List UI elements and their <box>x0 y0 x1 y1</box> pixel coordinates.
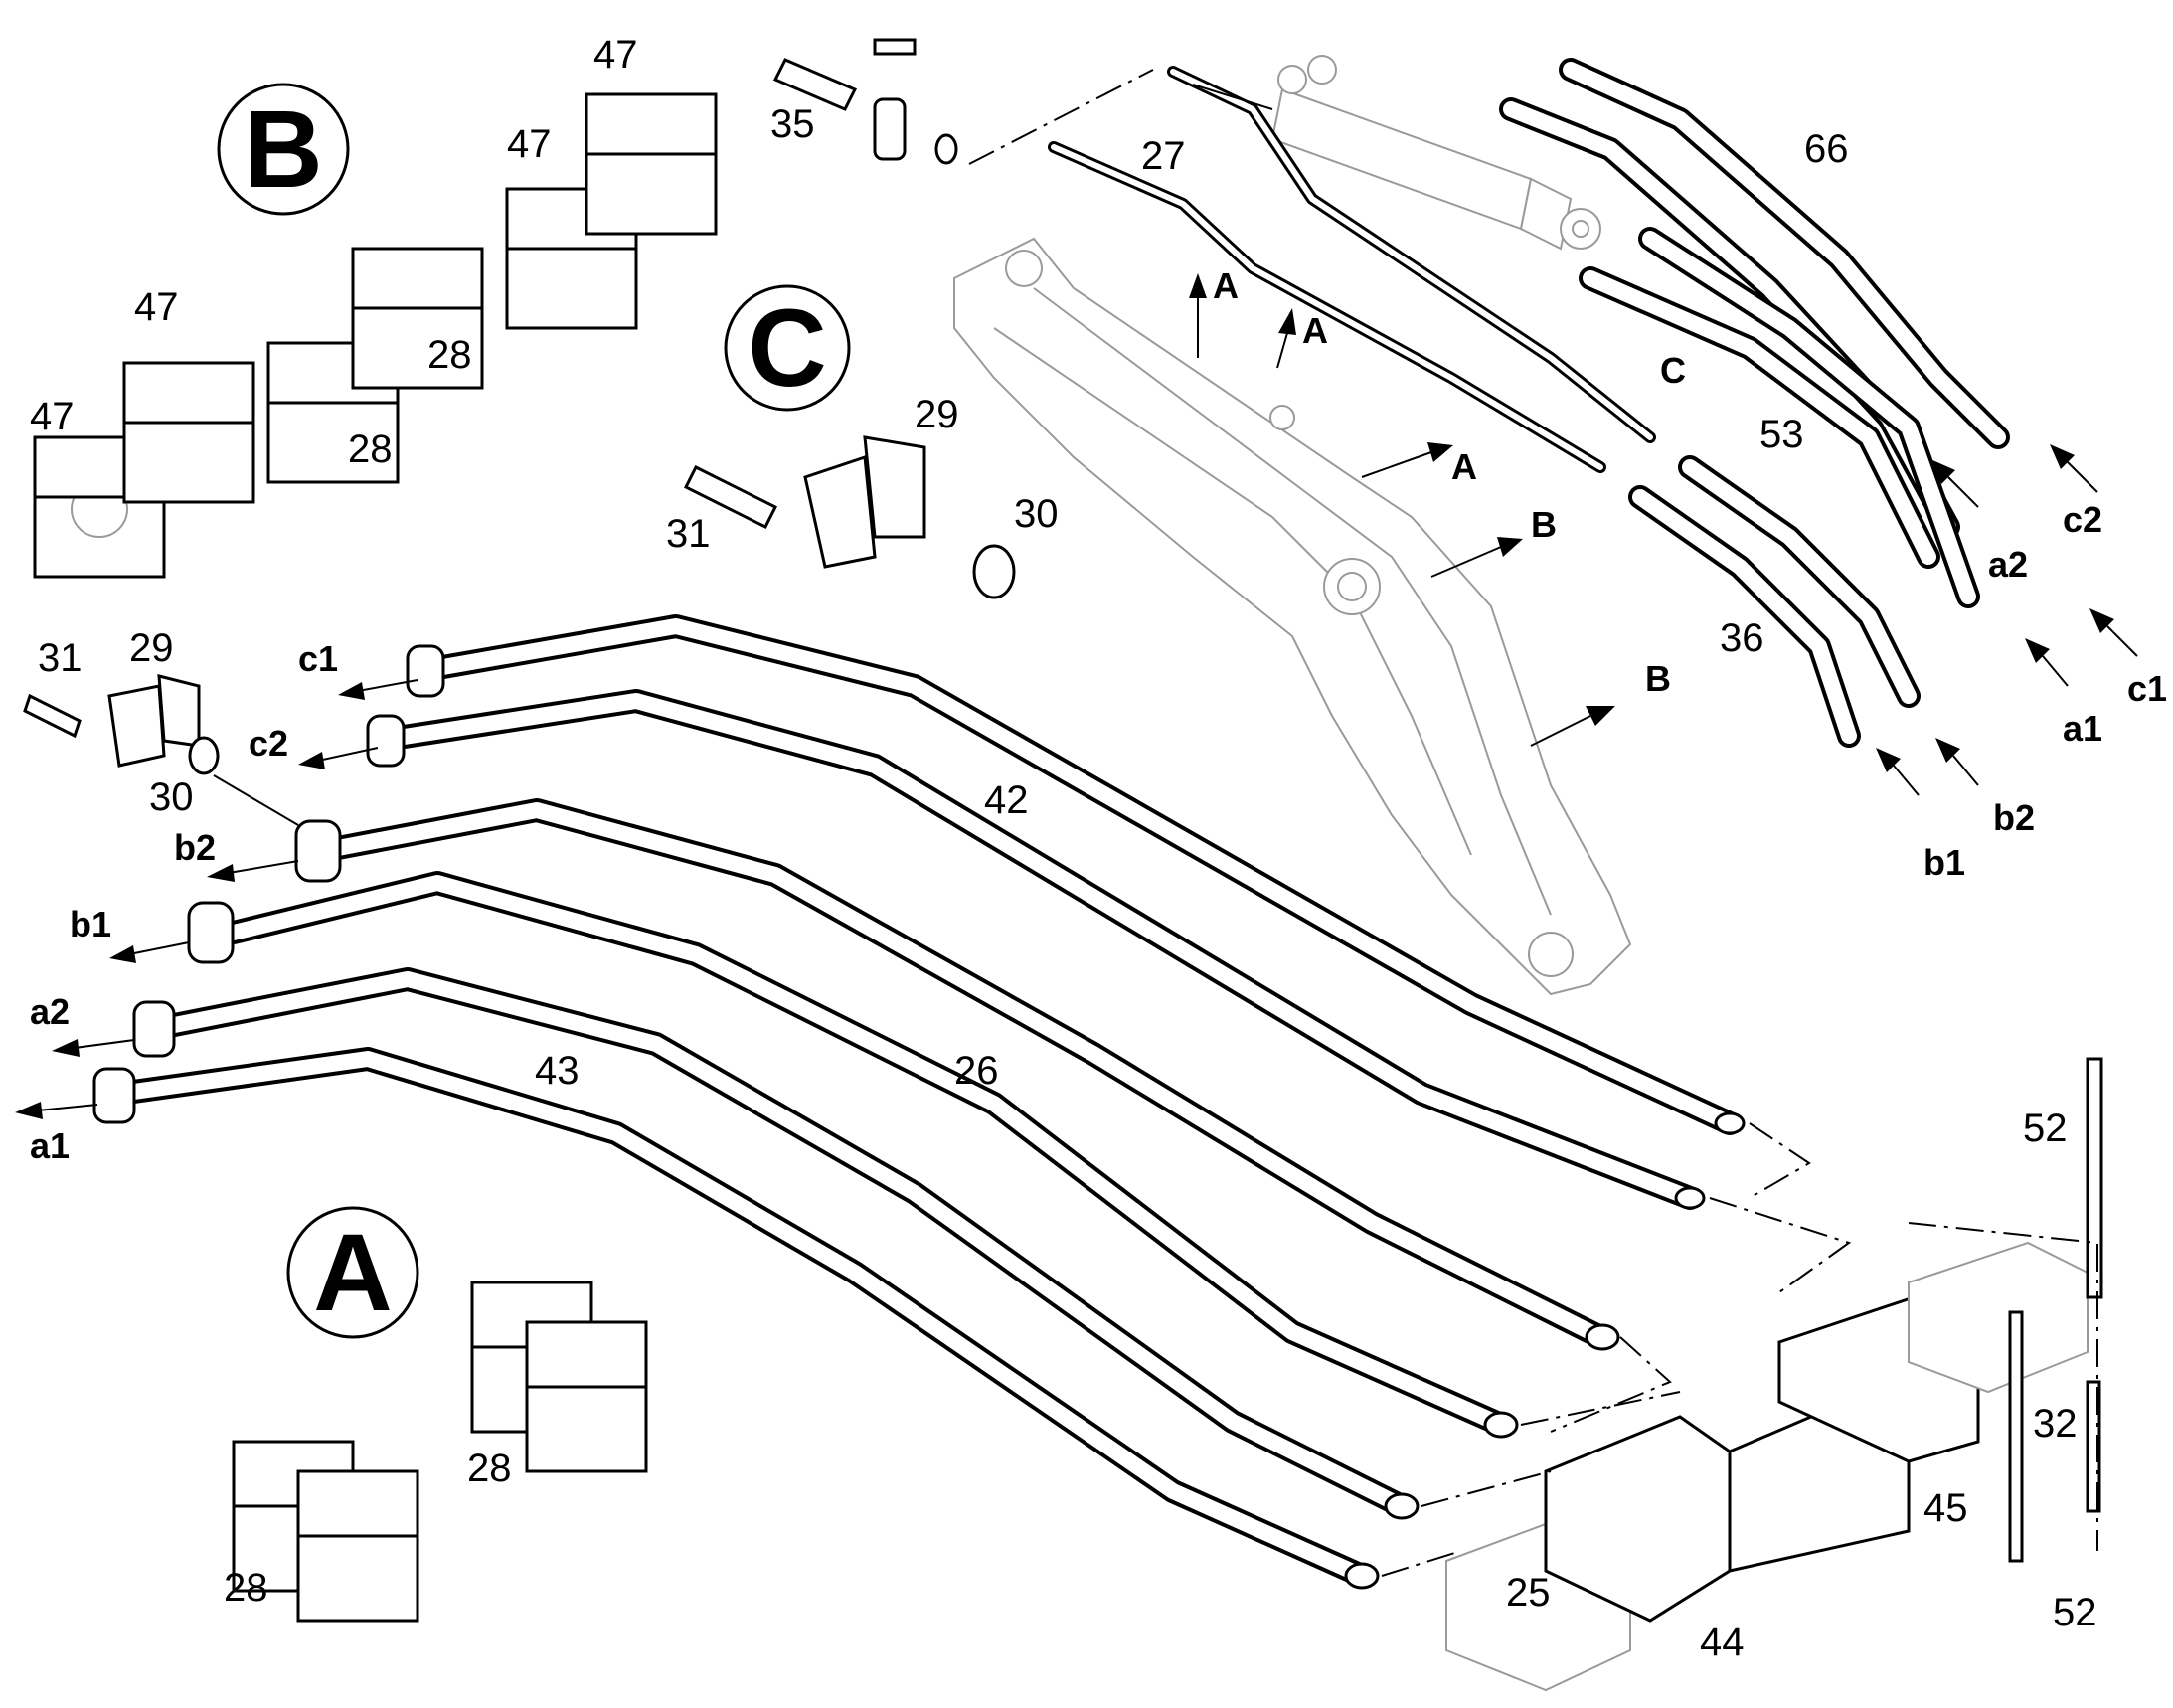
part-25: 25 <box>1506 1571 1551 1615</box>
port-c1-left: c1 <box>298 638 338 679</box>
port-c1-right: c1 <box>2127 668 2167 709</box>
port-b1-left: b1 <box>70 904 111 944</box>
part-28-a1: 28 <box>467 1447 512 1490</box>
part-28-b2: 28 <box>348 427 393 471</box>
clamps-group-a <box>232 1281 648 1623</box>
group-c-circle <box>724 284 851 412</box>
view-label-c: C <box>1660 350 1686 391</box>
port-a2-right: a2 <box>1988 544 2028 585</box>
port-a1-right: a1 <box>2063 708 2102 749</box>
part-31: 31 <box>38 636 83 680</box>
view-arrows <box>1189 273 1615 747</box>
port-c2-left: c2 <box>249 723 288 764</box>
part-42: 42 <box>984 778 1029 822</box>
tubes-27 <box>1048 66 1656 473</box>
view-label-a1: A <box>1213 265 1239 306</box>
fitting-35 <box>772 38 958 165</box>
part-47-1: 47 <box>593 33 638 77</box>
view-label-b2: B <box>1645 658 1671 699</box>
part-28-b1: 28 <box>427 333 472 377</box>
view-label-a3: A <box>1451 446 1477 487</box>
clamps-group-b <box>33 92 718 579</box>
hydraulic-cylinder <box>1270 55 1601 251</box>
part-29: 29 <box>129 626 174 670</box>
part-47-4: 47 <box>30 395 75 438</box>
part-43: 43 <box>535 1049 580 1093</box>
port-b1-right: b1 <box>1923 842 1965 883</box>
port-c2-right: c2 <box>2063 499 2102 540</box>
boom-arm <box>953 237 1632 996</box>
valve-blocks <box>1445 1057 2103 1692</box>
part-32: 32 <box>2033 1402 2078 1446</box>
part-52-top: 52 <box>2023 1107 2068 1150</box>
view-label-a2: A <box>1302 310 1328 351</box>
part-45: 45 <box>1923 1486 1968 1530</box>
part-28-a2: 28 <box>224 1566 268 1610</box>
hoses-66-53 <box>1499 58 2010 608</box>
view-label-b1: B <box>1531 504 1557 545</box>
group-c-fittings <box>23 435 1016 775</box>
part-26: 26 <box>954 1049 999 1093</box>
part-30: 30 <box>149 775 194 819</box>
part-53: 53 <box>1759 413 1804 456</box>
group-b-circle <box>217 83 350 216</box>
part-30-c: 30 <box>1014 492 1059 536</box>
leader-lines <box>213 69 2098 1577</box>
group-a-circle <box>286 1206 419 1339</box>
group-label-b: B <box>244 88 322 211</box>
port-arrows <box>15 444 2138 1119</box>
port-a1-left: a1 <box>30 1125 70 1166</box>
part-27: 27 <box>1141 134 1186 178</box>
part-35: 35 <box>770 102 815 146</box>
port-b2-right: b2 <box>1993 797 2035 838</box>
long-pipes <box>107 614 1746 1590</box>
part-29-c: 29 <box>915 393 959 436</box>
group-label-c: C <box>748 287 826 410</box>
part-36: 36 <box>1720 616 1764 660</box>
part-47-3: 47 <box>134 285 179 329</box>
part-44: 44 <box>1700 1621 1745 1664</box>
pipe-flanges <box>92 644 445 1124</box>
group-circles <box>217 83 851 1339</box>
part-47-2: 47 <box>507 122 552 166</box>
port-a2-left: a2 <box>30 991 70 1032</box>
hoses-36 <box>1628 455 1921 748</box>
part-52-bottom: 52 <box>2053 1591 2097 1634</box>
group-label-a: A <box>313 1212 392 1334</box>
port-b2-left: b2 <box>174 827 216 868</box>
part-31-c: 31 <box>666 512 711 556</box>
part-66: 66 <box>1804 127 1849 171</box>
